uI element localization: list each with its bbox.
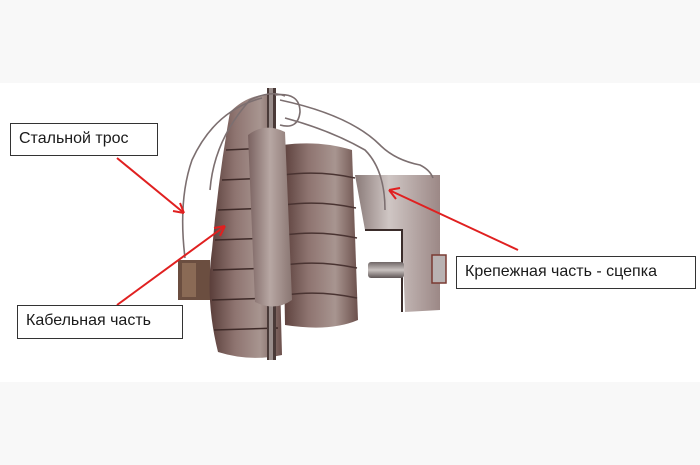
mount-bracket <box>355 175 447 312</box>
arrow-steel-wire <box>116 157 185 214</box>
steel-wire <box>181 92 434 259</box>
top-band <box>0 0 700 83</box>
label-mount-part: Крепежная часть - сцепка <box>456 256 696 289</box>
arrow-cable-part <box>116 225 226 306</box>
label-cable-part: Кабельная часть <box>17 305 183 339</box>
side-tab <box>178 260 210 300</box>
rear-band <box>281 143 358 328</box>
bottom-band <box>0 382 700 465</box>
hinge-tube <box>248 127 292 307</box>
arrow-mount-part <box>388 187 519 251</box>
label-steel-wire: Стальной трос <box>10 123 158 156</box>
